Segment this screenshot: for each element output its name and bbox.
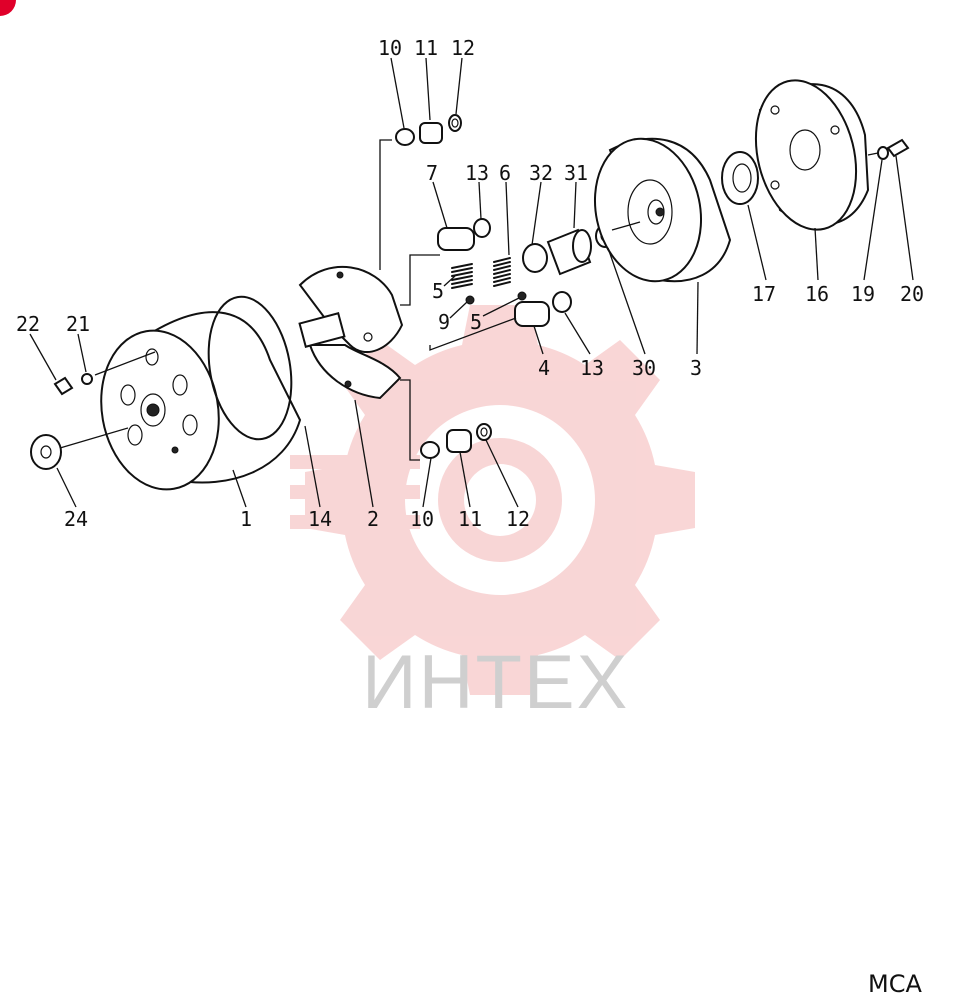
callout-6: 6 [499, 161, 511, 185]
callout-14: 14 [308, 507, 332, 531]
callout-32: 32 [529, 161, 553, 185]
part-31-bushing [546, 228, 592, 276]
diagram-code: MCA [868, 970, 922, 998]
part-17-bearing [721, 151, 759, 205]
callout-11-lower: 11 [458, 507, 482, 531]
part-24-nut [30, 434, 62, 470]
corner-badge [0, 0, 16, 16]
part-21-washer [81, 373, 93, 385]
parts-10-11-12-lower [420, 423, 492, 459]
parts-10-11-12-upper [395, 114, 462, 146]
part-1-housing [100, 311, 302, 491]
callout-leaders [29, 57, 914, 508]
callout-7: 7 [426, 161, 438, 185]
callout-labels: 10 11 12 7 13 6 32 31 5 9 5 22 21 4 13 3… [16, 36, 924, 531]
assembly-guides [59, 139, 879, 461]
callout-12-lower: 12 [506, 507, 530, 531]
part-3-drum [593, 137, 732, 283]
callout-10-upper: 10 [378, 36, 402, 60]
part-9-ball [465, 295, 475, 305]
callout-13-lower: 13 [580, 356, 604, 380]
callout-30: 30 [632, 356, 656, 380]
part-7-shoe-pin [437, 227, 475, 251]
part-14-gasket [207, 295, 293, 441]
callout-1: 1 [240, 507, 252, 531]
part-6-spring [493, 257, 511, 287]
part-2-carrier [298, 265, 404, 400]
part-20-bolt [886, 138, 910, 158]
part-19-washer [877, 146, 889, 160]
callout-11-upper: 11 [414, 36, 438, 60]
part-4-shoe-pin [514, 301, 550, 327]
watermark-text: ИНТЕХ [362, 640, 629, 725]
callout-5-lower: 5 [470, 310, 482, 334]
callout-16: 16 [805, 282, 829, 306]
part-5-ball-lower [517, 291, 527, 301]
callout-24: 24 [64, 507, 88, 531]
callout-5-upper: 5 [432, 279, 444, 303]
callout-21: 21 [66, 312, 90, 336]
callout-4: 4 [538, 356, 550, 380]
callout-19: 19 [851, 282, 875, 306]
callout-10-lower: 10 [410, 507, 434, 531]
part-32-o-ring [522, 243, 548, 273]
part-13-cap-lower [552, 291, 572, 313]
part-16-cover [754, 79, 870, 231]
callout-31: 31 [564, 161, 588, 185]
callout-20: 20 [900, 282, 924, 306]
callout-3: 3 [690, 356, 702, 380]
part-5-spring-upper [451, 263, 473, 289]
callout-2: 2 [367, 507, 379, 531]
callout-13-upper: 13 [465, 161, 489, 185]
callout-9: 9 [438, 310, 450, 334]
part-13-cap-upper [473, 218, 491, 238]
callout-17: 17 [752, 282, 776, 306]
callout-12-upper: 12 [451, 36, 475, 60]
part-22-screw [53, 376, 74, 396]
callout-22: 22 [16, 312, 40, 336]
